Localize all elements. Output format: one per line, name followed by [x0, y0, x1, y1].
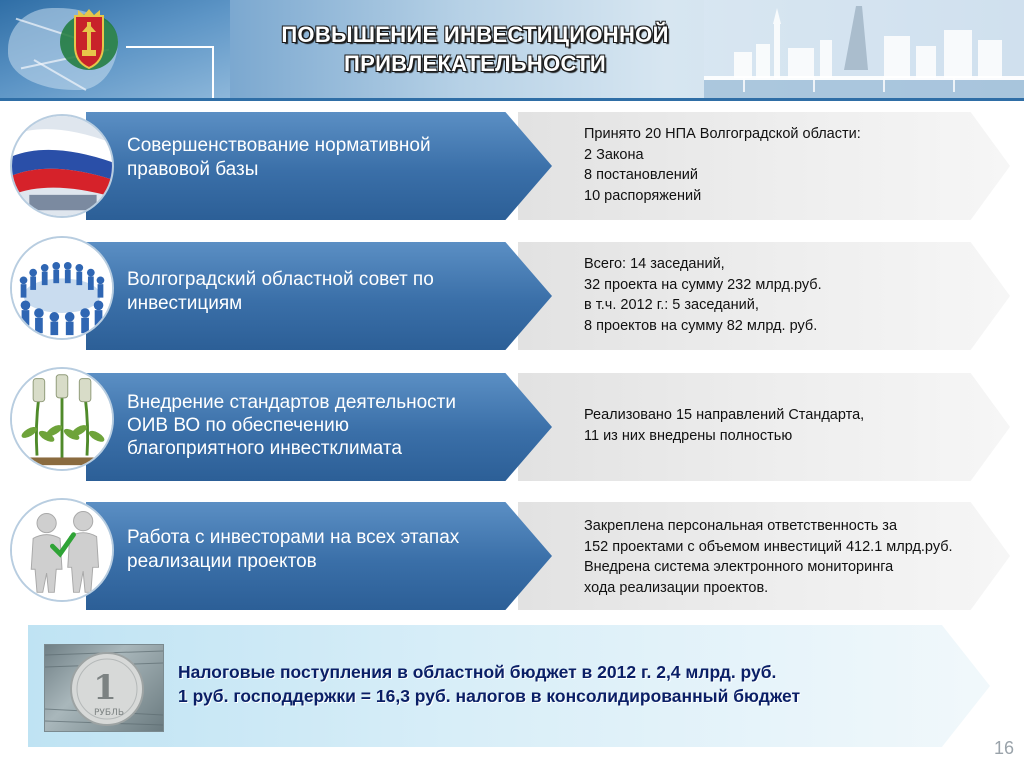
result-chevron	[518, 112, 1010, 220]
result-chevron	[518, 502, 1010, 610]
coin-word: РУБЛЬ	[94, 708, 124, 718]
summary-text: Налоговые поступления в областной бюджет…	[178, 660, 978, 708]
result-text: Принято 20 НПА Волгоградской области: 2 …	[584, 124, 1014, 206]
result-text: Закреплена персональная ответственность …	[584, 516, 1014, 598]
row-investment-council: Волгоградский областной совет по инвести…	[0, 236, 1024, 350]
topic-chevron	[86, 112, 552, 220]
city-skyline-graphic	[704, 0, 1024, 98]
coat-of-arms-icon	[58, 6, 120, 72]
result-chevron	[518, 373, 1010, 481]
title-line: ПОВЫШЕНИЕ ИНВЕСТИЦИОННОЙ	[281, 22, 669, 47]
page-title: ПОВЫШЕНИЕ ИНВЕСТИЦИОННОЙ ПРИВЛЕКАТЕЛЬНОС…	[230, 20, 720, 78]
topic-line: Внедрение стандартов деятельности	[127, 392, 456, 413]
result-line: в т.ч. 2012 г.: 5 заседаний,	[584, 297, 759, 313]
topic-line: инвестициям	[127, 293, 243, 314]
topic-text: Волгоградский областной совет по инвести…	[127, 268, 527, 316]
map-frame-line	[126, 46, 214, 98]
topic-text: Внедрение стандартов деятельности ОИВ ВО…	[127, 391, 527, 460]
row-legal-base: Совершенствование нормативной правовой б…	[0, 112, 1024, 220]
summary-line: Налоговые поступления в областной бюджет…	[178, 662, 777, 682]
result-line: 11 из них внедрены полностью	[584, 427, 793, 444]
result-line: Закреплена персональная ответственность …	[584, 518, 898, 534]
topic-line: реализации проектов	[127, 551, 317, 572]
two-figures-check-icon	[10, 498, 114, 602]
result-line: Реализовано 15 направлений Стандарта,	[584, 407, 865, 423]
topic-line: правовой базы	[127, 159, 259, 180]
coin-digit: 1	[93, 668, 117, 708]
result-line: 152 проектами с объемом инвестиций 412.1…	[584, 538, 953, 555]
result-line: Всего: 14 заседаний,	[584, 256, 725, 272]
title-line: ПРИВЛЕКАТЕЛЬНОСТИ	[343, 51, 607, 76]
result-line: Принято 20 НПА Волгоградской области:	[584, 126, 861, 142]
row-investor-support: Работа с инвесторами на всех этапах реал…	[0, 498, 1024, 610]
page-number: 16	[993, 738, 1014, 758]
money-plants-icon	[10, 367, 114, 471]
topic-chevron	[86, 242, 552, 350]
result-text: Реализовано 15 направлений Стандарта, 11…	[584, 405, 1014, 446]
header-banner: ПОВЫШЕНИЕ ИНВЕСТИЦИОННОЙ ПРИВЛЕКАТЕЛЬНОС…	[0, 0, 1024, 98]
topic-text: Совершенствование нормативной правовой б…	[127, 134, 527, 182]
topic-chevron	[86, 373, 552, 481]
ruble-coin-icon: 1 РУБЛЬ	[44, 644, 164, 732]
topic-line: Работа с инвесторами на всех этапах	[127, 527, 460, 548]
result-line: 10 распоряжений	[584, 187, 702, 204]
topic-line: Волгоградский областной совет по	[127, 269, 434, 290]
russian-flag-icon	[10, 114, 114, 218]
topic-text: Работа с инвесторами на всех этапах реал…	[127, 526, 527, 574]
result-line: 2 Закона	[584, 146, 644, 163]
result-text: Всего: 14 заседаний, 32 проекта на сумму…	[584, 254, 1014, 336]
topic-chevron	[86, 502, 552, 610]
topic-line: ОИВ ВО по обеспечению	[127, 415, 349, 436]
result-line: Внедрена система электронного мониторинг…	[584, 559, 894, 575]
row-standards: Внедрение стандартов деятельности ОИВ ВО…	[0, 367, 1024, 481]
topic-line: благоприятного инвестклимата	[127, 438, 402, 459]
result-line: 8 постановлений	[584, 167, 698, 183]
people-circle-icon	[10, 236, 114, 340]
result-chevron	[518, 242, 1010, 350]
summary-banner	[28, 625, 990, 747]
summary-line: 1 руб. господдержки = 16,3 руб. налогов …	[178, 686, 801, 706]
result-line: 32 проекта на сумму 232 млрд.руб.	[584, 276, 822, 293]
result-line: 8 проектов на сумму 82 млрд. руб.	[584, 317, 818, 334]
topic-line: Совершенствование нормативной	[127, 135, 431, 156]
header-divider	[0, 98, 1024, 101]
result-line: хода реализации проектов.	[584, 579, 769, 596]
